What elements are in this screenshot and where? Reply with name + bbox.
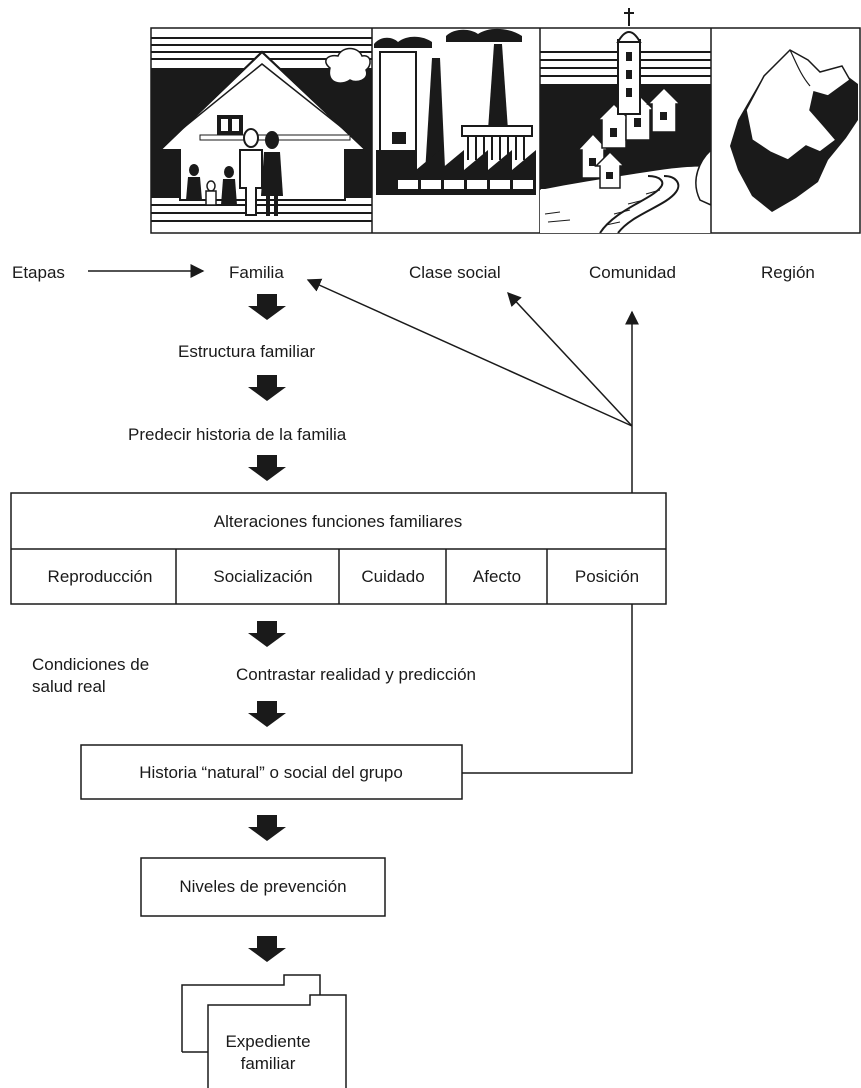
expediente-line-1: Expediente: [225, 1032, 310, 1051]
step-estructura-familiar: Estructura familiar: [178, 342, 315, 361]
alteraciones-title: Alteraciones funciones familiares: [214, 512, 463, 531]
function-cuidado: Cuidado: [361, 567, 424, 586]
step-contrastar: Contrastar realidad y predicción: [236, 665, 476, 684]
feedback-arrows: [306, 278, 639, 774]
niveles-label: Niveles de prevención: [179, 877, 346, 896]
stage-familia: Familia: [229, 263, 284, 282]
function-socializacion: Socialización: [213, 567, 312, 586]
historia-label: Historia “natural” o social del grupo: [139, 763, 403, 782]
etapas-label: Etapas: [12, 263, 65, 282]
family-house-illustration: [151, 37, 372, 222]
down-arrow-2: [248, 375, 286, 401]
down-arrow-5: [248, 701, 286, 727]
expediente-line-2: familiar: [241, 1054, 296, 1073]
down-arrow-3: [248, 455, 286, 481]
factory-illustration: [374, 28, 536, 195]
alteraciones-table: Alteraciones funciones familiares Reprod…: [10, 492, 667, 605]
down-arrow-6: [248, 815, 286, 841]
map-region-illustration: [730, 49, 858, 212]
stage-region: Región: [761, 263, 815, 282]
historia-box: Historia “natural” o social del grupo: [80, 744, 463, 800]
down-arrow-1: [248, 294, 286, 320]
illustration-strip: [150, 8, 861, 234]
niveles-box: Niveles de prevención: [140, 857, 386, 917]
condiciones-line-2: salud real: [32, 677, 106, 696]
function-reproduccion: Reproducción: [48, 567, 153, 586]
function-posicion: Posición: [575, 567, 639, 586]
step-predecir-historia: Predecir historia de la familia: [128, 425, 347, 444]
down-arrow-4: [248, 621, 286, 647]
function-afecto: Afecto: [473, 567, 521, 586]
expediente-folder-icon: Expediente familiar: [181, 974, 347, 1088]
village-church-illustration: [540, 8, 711, 233]
stage-clase-social: Clase social: [409, 263, 501, 282]
condiciones-line-1: Condiciones de: [32, 655, 149, 674]
stage-comunidad: Comunidad: [589, 263, 676, 282]
down-arrow-7: [248, 936, 286, 962]
